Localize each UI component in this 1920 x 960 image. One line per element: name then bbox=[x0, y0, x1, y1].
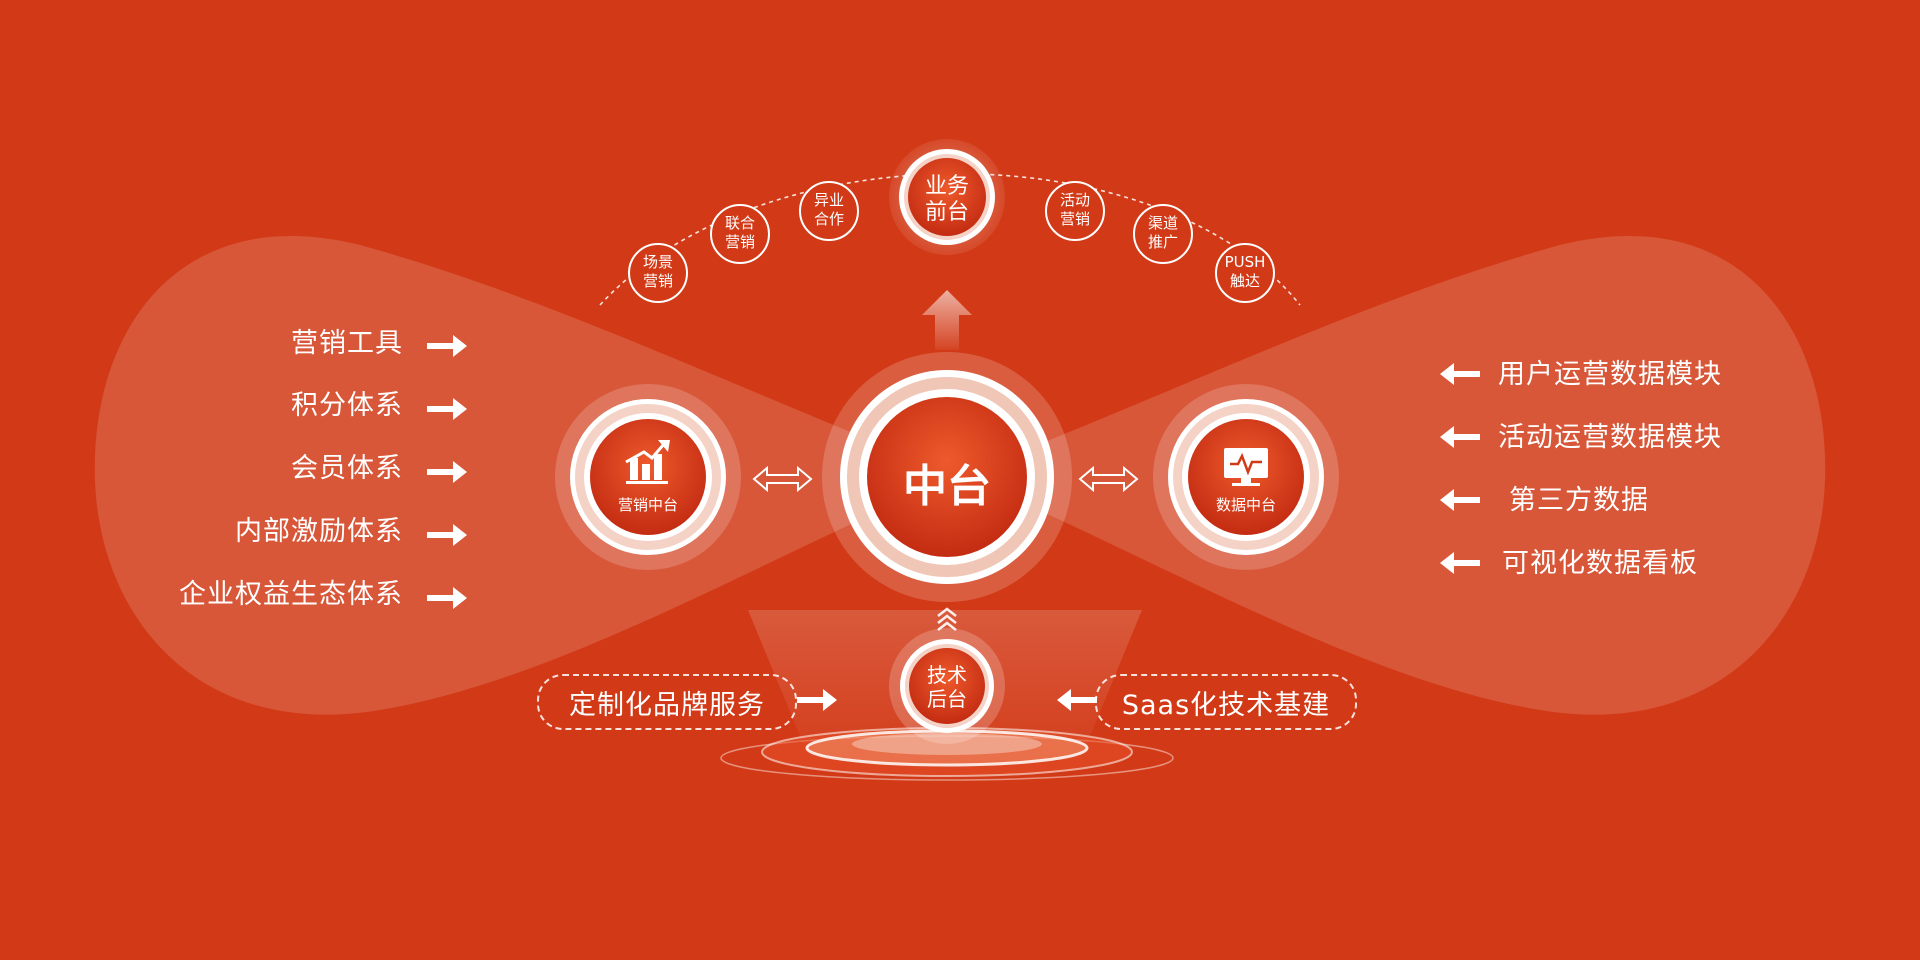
bubble-scene-marketing: 场景 营销 bbox=[629, 253, 687, 291]
left-wing bbox=[94, 235, 961, 715]
data-hub-label: 数据中台 bbox=[1215, 496, 1276, 514]
arrow-right-icon bbox=[427, 398, 467, 420]
bubble-activity-marketing: 活动 营销 bbox=[1046, 191, 1104, 229]
front-office-line1: 业务 bbox=[924, 174, 969, 199]
double-arrow-right bbox=[1078, 465, 1139, 493]
right-list-item: 第三方数据 bbox=[1509, 485, 1649, 516]
right-list-item: 用户运营数据模块 bbox=[1498, 359, 1722, 390]
right-wing bbox=[960, 235, 1826, 715]
front-office-label: 业务 前台 bbox=[907, 174, 987, 227]
left-list-item: 积分体系 bbox=[291, 390, 403, 421]
front-office-arc bbox=[599, 172, 1301, 306]
arrow-right-icon bbox=[427, 335, 467, 357]
bubble-line2: 营销 bbox=[1059, 209, 1090, 228]
bubble-push-reach: PUSH 触达 bbox=[1214, 253, 1276, 291]
bubble-line2: 推广 bbox=[1147, 232, 1178, 251]
arrow-left-icon bbox=[1057, 689, 1097, 711]
arrow-left-icon bbox=[1440, 489, 1480, 511]
arrow-right-icon bbox=[427, 587, 467, 609]
bubble-joint-marketing: 联合 营销 bbox=[711, 214, 769, 252]
bubble-cross-industry: 异业 合作 bbox=[800, 191, 858, 229]
arrow-right-icon bbox=[427, 524, 467, 546]
arrow-right-icon bbox=[797, 689, 837, 711]
arrow-left-icon bbox=[1440, 552, 1480, 574]
front-office-line2: 前台 bbox=[924, 200, 969, 226]
bubble-line1: 异业 bbox=[813, 191, 844, 209]
bubble-line2: 触达 bbox=[1229, 271, 1260, 290]
monitor-pulse-icon bbox=[1224, 448, 1268, 486]
bar-chart-trend-icon bbox=[625, 440, 670, 484]
bubble-channel-promotion: 渠道 推广 bbox=[1134, 214, 1192, 252]
arrow-left-icon bbox=[1440, 363, 1480, 385]
arrow-left-icon bbox=[1440, 426, 1480, 448]
bubble-line2: 营销 bbox=[642, 271, 673, 290]
right-arrows bbox=[1440, 363, 1480, 574]
marketing-hub-label: 营销中台 bbox=[617, 496, 678, 514]
back-office-label: 技术 后台 bbox=[907, 663, 987, 711]
middle-office-title: 中台 bbox=[903, 461, 991, 512]
right-list-item: 活动运营数据模块 bbox=[1498, 422, 1722, 453]
up-arrow bbox=[922, 290, 972, 350]
custom-brand-service-pill: 定制化品牌服务 bbox=[537, 674, 797, 730]
bubble-line1: 场景 bbox=[642, 253, 673, 271]
bubble-line1: PUSH bbox=[1224, 253, 1266, 271]
left-list-item: 内部激励体系 bbox=[235, 516, 403, 547]
left-list-item: 营销工具 bbox=[291, 328, 403, 359]
chevrons-up-icon bbox=[937, 607, 957, 631]
bubble-rings bbox=[628, 181, 1275, 303]
left-list-item: 企业权益生态体系 bbox=[179, 579, 403, 610]
double-arrow-left bbox=[752, 465, 813, 493]
left-arrows bbox=[427, 335, 467, 609]
bubble-line2: 营销 bbox=[724, 232, 755, 251]
saas-infrastructure-pill: Saas化技术基建 bbox=[1095, 674, 1357, 730]
bubble-line1: 联合 bbox=[724, 214, 755, 232]
back-office-line1: 技术 bbox=[927, 663, 967, 687]
left-list-item: 会员体系 bbox=[291, 453, 403, 484]
right-list-item: 可视化数据看板 bbox=[1502, 548, 1698, 579]
arrow-right-icon bbox=[427, 461, 467, 483]
bubble-line2: 合作 bbox=[813, 209, 844, 228]
bubble-line1: 活动 bbox=[1059, 191, 1090, 209]
bubble-line1: 渠道 bbox=[1147, 214, 1178, 232]
back-office-line2: 后台 bbox=[927, 687, 967, 711]
